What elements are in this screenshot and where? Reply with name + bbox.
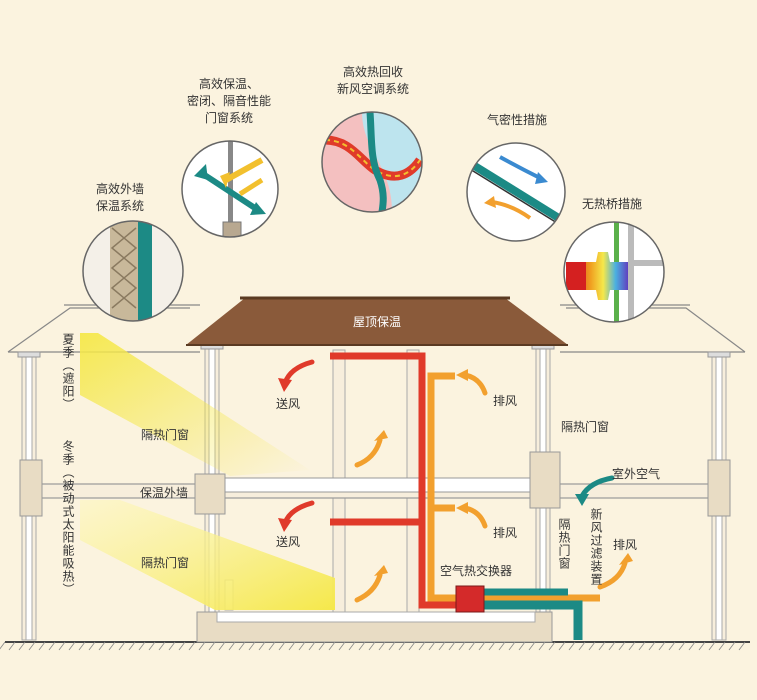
- label-filter-device: 新风过滤装置: [589, 508, 603, 586]
- ducts: [330, 352, 600, 640]
- heat-recovery-detail: [321, 111, 423, 213]
- label-summer: 夏季（遮阳）: [61, 333, 75, 411]
- label-right-window-vertical: 隔热门窗: [557, 518, 571, 570]
- wall-insulation-detail: [82, 220, 184, 322]
- label-outdoor-air: 室外空气: [612, 467, 661, 481]
- rise-arrow-bottom: [354, 572, 383, 603]
- column-capitals: [17, 343, 731, 358]
- label-wall-insulation-house: 保温外墙: [140, 486, 189, 500]
- label-line: 新风空调系统: [336, 82, 410, 96]
- label-insulated-window-top: 隔热门窗: [141, 428, 190, 442]
- label-line: 密闭、隔音性能: [186, 94, 272, 108]
- label-line: 高效保温、: [198, 77, 260, 91]
- label-heat-exchanger: 空气热交换器: [440, 564, 513, 578]
- rise-arrow-top: [354, 437, 383, 468]
- label-winter: 冬季（被动式太阳能吸热）: [61, 440, 75, 596]
- label-supply-top: 送风: [276, 397, 301, 411]
- label-insulated-window-right: 隔热门窗: [561, 420, 610, 434]
- flow-arrows: [278, 359, 633, 603]
- label-windows: 高效保温、 密闭、隔音性能 门窗系统: [187, 76, 271, 127]
- label-line: 保温系统: [95, 199, 145, 213]
- label-airtight: 气密性措施: [487, 113, 548, 127]
- floor-beam: [19, 451, 731, 517]
- thermal-bridge-detail: [563, 221, 665, 323]
- label-supply-bottom: 送风: [276, 535, 301, 549]
- label-no-thermal-bridge: 无热桥措施: [582, 197, 643, 211]
- exhaust-out-arrow: [597, 560, 628, 590]
- label-wall-insulation: 高效外墙 保温系统: [96, 181, 144, 215]
- winter-sunlight: [80, 500, 335, 610]
- foundation: [196, 579, 553, 643]
- label-heat-recovery: 高效热回收 新风空调系统: [337, 64, 409, 98]
- outdoor-air-arrow: [579, 475, 615, 499]
- label-exhaust-bottom: 排风: [493, 526, 518, 540]
- label-roof: 屋顶保温: [353, 315, 402, 329]
- label-line: 高效热回收: [342, 65, 404, 79]
- window-system-detail: [181, 140, 279, 238]
- label-insulated-window-bottom: 隔热门窗: [141, 556, 190, 570]
- airtight-detail: [466, 142, 566, 242]
- label-line: 高效外墙: [95, 182, 145, 196]
- ground: [0, 641, 750, 651]
- summer-sunlight: [80, 333, 310, 476]
- label-exhaust-out: 排风: [613, 538, 638, 552]
- label-exhaust-top: 排风: [493, 394, 518, 408]
- central-roof: [186, 296, 568, 346]
- label-line: 门窗系统: [204, 111, 254, 125]
